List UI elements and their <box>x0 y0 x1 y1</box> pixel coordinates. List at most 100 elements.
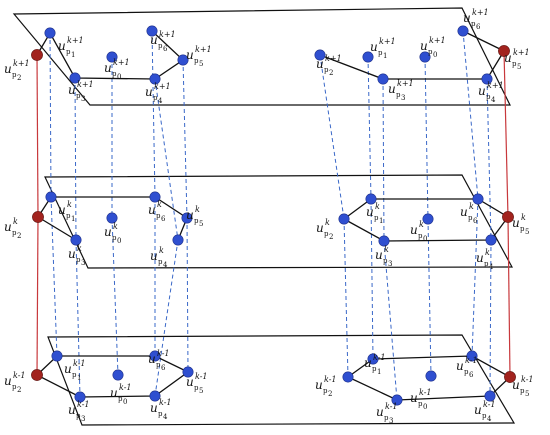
label-symbol: u <box>512 216 520 230</box>
red-link-r-middle-bottom <box>507 216 511 378</box>
label-subscript-digit: 5 <box>525 390 529 398</box>
node-top-l-p3 <box>69 72 81 84</box>
label-subscript-digit: 1 <box>383 52 387 60</box>
label-subscript-digit: 0 <box>117 237 121 245</box>
label-superscript: k <box>384 245 389 254</box>
label-subscript-digit: 4 <box>163 261 168 269</box>
hexagon-middle-l-1 <box>37 216 77 241</box>
label-symbol: u <box>4 374 12 388</box>
label-superscript: k-1 <box>159 398 172 407</box>
label-symbol: u <box>58 39 66 53</box>
node-top-r-p2 <box>314 49 326 61</box>
dashed-link-r-p0-top-middle <box>424 56 429 220</box>
dashed-link-l-p1-middle-bottom <box>50 196 58 357</box>
label-superscript: k <box>469 202 474 211</box>
label-superscript: k-1 <box>13 371 26 380</box>
label-superscript: k+1 <box>472 8 489 17</box>
dashed-link-l-p3-middle-bottom <box>75 239 81 398</box>
label-symbol: u <box>110 386 118 400</box>
node-middle-l-p0 <box>106 212 118 224</box>
label-superscript: k+1 <box>159 30 176 39</box>
label-superscript: k-1 <box>483 400 496 409</box>
label-subscript-digit: 0 <box>123 398 127 406</box>
label-subscript-digit: 5 <box>525 228 529 236</box>
red-link-r-top-middle <box>503 50 509 218</box>
node-middle-l-endpoint <box>32 211 44 223</box>
label-symbol: u <box>148 352 156 366</box>
label-superscript: k <box>419 220 424 229</box>
label-subscript-digit: 0 <box>433 51 437 59</box>
label-subscript-digit: 0 <box>117 73 121 81</box>
label-superscript: k+1 <box>113 58 130 67</box>
dashed-link-l-p0-middle-bottom <box>111 217 119 376</box>
label-subscript: p <box>418 232 423 240</box>
label-subscript-digit: 5 <box>199 220 203 228</box>
label-subscript-digit: 6 <box>163 45 168 53</box>
label-superscript: k-1 <box>521 375 534 384</box>
label-symbol: u <box>366 205 374 219</box>
label-symbol: u <box>316 221 324 235</box>
label-subscript: p <box>158 410 163 418</box>
label-subscript-digit: 3 <box>81 415 85 423</box>
label-subscript-digit: 5 <box>199 387 203 395</box>
label-symbol: u <box>376 405 384 419</box>
node-bottom-r-endpoint <box>504 371 516 383</box>
hexagon-top-r-0 <box>462 30 505 52</box>
node-bottom-l-endpoint <box>31 369 43 381</box>
node-middle-r-p1 <box>365 193 377 205</box>
node-bottom-l-p3 <box>74 391 86 403</box>
label-subscript: p <box>112 234 117 242</box>
label-symbol: u <box>58 203 66 217</box>
dashed-link-r-p6-top-middle <box>462 30 479 200</box>
node-bottom-l-p5 <box>182 366 194 378</box>
label-subscript-digit: 2 <box>17 74 21 82</box>
label-subscript: p <box>383 257 388 265</box>
node-bottom-r-p2 <box>342 371 354 383</box>
label-subscript-digit: 4 <box>158 97 163 105</box>
node-middle-r-p4 <box>485 234 497 246</box>
node-bottom-l-p1 <box>51 350 63 362</box>
label-symbol: u <box>64 362 72 376</box>
label-superscript: k+1 <box>67 36 84 45</box>
hexagon-top-r-1 <box>319 50 505 80</box>
label-subscript: p <box>323 387 328 395</box>
label-symbol: u <box>150 33 158 47</box>
label-superscript: k+1 <box>154 82 171 91</box>
label-superscript: k <box>113 222 118 231</box>
label-superscript: k+1 <box>429 36 446 45</box>
node-middle-r-p2 <box>338 213 350 225</box>
label-subscript: p <box>158 258 163 266</box>
label-subscript: p <box>194 57 199 65</box>
label-subscript: p <box>324 66 329 74</box>
label-superscript: k-1 <box>419 388 432 397</box>
node-middle-r-p6 <box>472 193 484 205</box>
label-subscript: p <box>372 365 377 373</box>
label-subscript: p <box>396 91 401 99</box>
dashed-link-l-p4-top-middle <box>154 78 179 241</box>
label-subscript-digit: 4 <box>487 415 492 423</box>
label-symbol: u <box>460 205 468 219</box>
label-symbol: u <box>456 359 464 373</box>
label-symbol: u <box>364 356 372 370</box>
dashed-link-r-p3-top-middle <box>382 78 385 242</box>
node-bottom-l-p4 <box>149 390 161 402</box>
label-superscript: k-1 <box>324 375 337 384</box>
label-superscript: k <box>13 217 18 226</box>
node-middle-l-p4 <box>172 234 184 246</box>
label-superscript: k+1 <box>77 80 94 89</box>
label-subscript: p <box>118 395 123 403</box>
node-top-r-p3 <box>377 73 389 85</box>
label-symbol: u <box>504 51 512 65</box>
dashed-link-r-p6-middle-bottom <box>471 198 479 357</box>
